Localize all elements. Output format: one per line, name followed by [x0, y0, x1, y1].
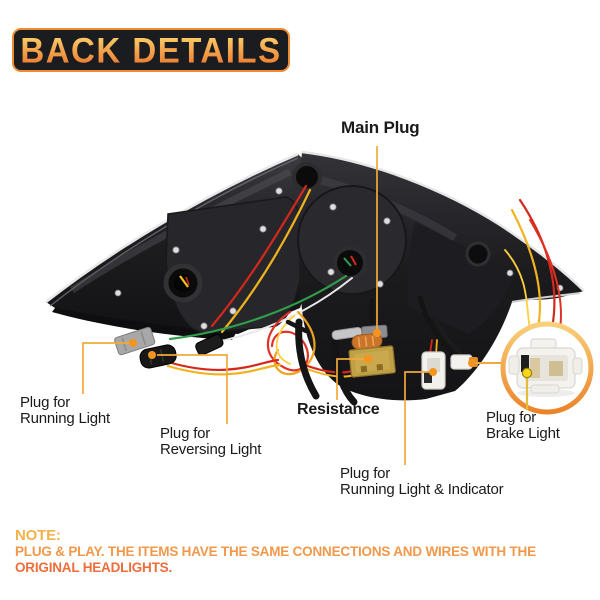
running-indicator-dot	[429, 368, 437, 376]
label-reversing-light-line1: Plug for	[160, 425, 211, 442]
left-screws	[114, 187, 283, 330]
label-brake-light: Plug for Brake Light	[486, 410, 560, 441]
right-bulb-sockets	[292, 162, 367, 280]
label-reversing-light: Plug for Reversing Light	[160, 426, 261, 457]
label-running-light-indicator-line1: Plug for	[340, 465, 391, 482]
label-running-light-line1: Plug for	[20, 394, 71, 411]
label-resistance: Resistance	[297, 402, 380, 418]
right-screws	[327, 203, 564, 292]
brake-link-dot	[468, 359, 476, 367]
leader-lines	[82, 146, 429, 465]
label-main-plug-text: Main Plug	[341, 118, 420, 137]
label-running-light-line2: Running Light	[20, 409, 110, 427]
page-title: BACK DETAILS	[20, 30, 282, 70]
title-badge: BACK DETAILS	[12, 28, 290, 72]
left-bulb-socket	[163, 263, 203, 303]
label-running-light: Plug for Running Light	[20, 395, 110, 426]
resistor-module	[348, 333, 396, 378]
left-taillight-housing	[45, 152, 311, 340]
label-running-light-indicator-line2: Running Light & Indicator	[340, 480, 504, 498]
resistance-leader-line	[336, 358, 364, 400]
running-light-leader-line	[82, 342, 130, 394]
brake-plug-magnified	[508, 338, 583, 397]
black-inline-connector	[195, 333, 224, 356]
brake-leader-dot	[521, 367, 533, 379]
brake-plug-callout	[476, 321, 594, 415]
note-line2: ORIGINAL HEADLIGHTS.	[15, 560, 173, 575]
note-line1: PLUG & PLAY. THE ITEMS HAVE THE SAME CON…	[15, 544, 536, 559]
label-brake-light-line1: Plug for	[486, 409, 537, 426]
resistance-dot	[364, 355, 372, 363]
note-block: NOTE: PLUG & PLAY. THE ITEMS HAVE THE SA…	[15, 528, 536, 576]
running-indicator-leader-line	[404, 371, 429, 465]
label-main-plug: Main Plug	[341, 118, 420, 137]
main-plug-dot	[373, 329, 381, 337]
running-light-dot	[129, 339, 137, 347]
label-reversing-light-line2: Reversing Light	[160, 440, 262, 458]
reversing-light-leader-line	[157, 354, 228, 424]
label-brake-light-line2: Brake Light	[486, 424, 560, 442]
label-resistance-text: Resistance	[297, 401, 380, 418]
label-running-light-indicator: Plug for Running Light & Indicator	[340, 465, 504, 498]
note-heading: NOTE:	[15, 527, 61, 544]
reversing-light-dot	[148, 351, 156, 359]
leader-dots	[129, 329, 476, 376]
